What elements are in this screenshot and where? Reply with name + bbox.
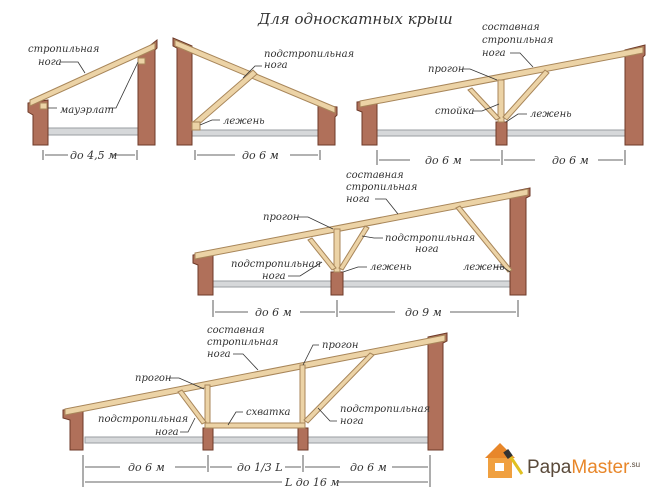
- label: нога: [207, 349, 231, 360]
- rafter: [194, 188, 529, 260]
- dimension-label: до 6 м: [242, 149, 279, 162]
- label: лежень: [530, 109, 572, 120]
- strut: [467, 87, 501, 121]
- diagram-title: Для односкатных крыш: [257, 10, 453, 28]
- floor-beam: [44, 127, 141, 136]
- dimension-label: L до 16 м: [284, 476, 340, 489]
- strut: [338, 225, 370, 271]
- left-wall: [172, 37, 193, 146]
- label: составная: [207, 325, 265, 336]
- dimension-label: до 6 м: [128, 461, 165, 474]
- middle-support: [202, 427, 214, 451]
- right-wall: [624, 44, 646, 146]
- scheme-1: стропильная нога мауэрлат до 4,5 м: [27, 38, 158, 162]
- papamaster-logo: PapaMaster.su: [485, 443, 640, 478]
- scheme-3: составная стропильная нога прогон стойка…: [356, 22, 646, 167]
- post: [333, 228, 341, 273]
- label: лежень: [463, 262, 505, 273]
- dimension-label: до 6 м: [425, 154, 462, 167]
- middle-support: [297, 427, 309, 451]
- label: составная: [346, 170, 404, 181]
- label: нога: [340, 416, 364, 427]
- floor-beam: [84, 436, 431, 444]
- right-wall: [427, 332, 448, 451]
- label: нога: [346, 194, 370, 205]
- label: нога: [262, 271, 286, 282]
- floor-beam: [191, 129, 320, 137]
- middle-support: [495, 121, 508, 146]
- left-wall: [27, 99, 49, 146]
- rafter: [64, 334, 446, 416]
- right-wall: [317, 104, 338, 146]
- strut: [307, 237, 337, 271]
- dimension-label: до 4,5 м: [70, 149, 117, 162]
- label: нога: [482, 48, 506, 59]
- label: стропильная: [28, 44, 99, 55]
- scheme-5: составная стропильная нога прогон прогон…: [62, 325, 448, 489]
- label: прогон: [428, 64, 465, 75]
- label: стойка: [435, 106, 475, 117]
- floor-beam: [212, 280, 511, 288]
- strut: [303, 352, 375, 424]
- scheme-4: составная стропильная нога прогон подстр…: [192, 170, 531, 319]
- rafter: [174, 39, 336, 114]
- middle-support: [330, 271, 344, 296]
- label: прогон: [263, 212, 300, 223]
- strut: [177, 389, 207, 425]
- label: подстропильная: [231, 259, 321, 270]
- rafter: [359, 46, 644, 108]
- label: схватка: [246, 407, 290, 418]
- label: составная: [482, 22, 540, 33]
- dimension-label: до 6 м: [350, 461, 387, 474]
- post: [299, 364, 306, 429]
- skhvatka-tie: [204, 422, 306, 429]
- right-wall: [137, 38, 158, 146]
- strut: [502, 69, 550, 121]
- scheme-2: подстропильная нога лежень до 6 м: [172, 37, 354, 162]
- label: прогон: [322, 340, 359, 351]
- strut: [455, 205, 513, 273]
- post: [497, 79, 505, 123]
- mauerlat: [39, 102, 48, 110]
- house-brush-icon: [485, 443, 524, 478]
- label: мауэрлат: [60, 105, 114, 116]
- label: нога: [38, 57, 62, 68]
- label: подстропильная: [340, 404, 430, 415]
- label: стропильная: [482, 35, 553, 46]
- label: лежень: [370, 262, 412, 273]
- label: стропильная: [346, 182, 417, 193]
- mauerlat: [137, 57, 146, 65]
- rafter: [29, 42, 156, 107]
- right-wall: [509, 187, 531, 296]
- label: нога: [415, 244, 439, 255]
- dimension-label: до 1/3 L: [237, 461, 283, 474]
- dimension-label: до 6 м: [255, 306, 292, 319]
- label: лежень: [223, 116, 265, 127]
- label: прогон: [135, 373, 172, 384]
- label: подстропильная: [98, 414, 188, 425]
- dimension-label: до 9 м: [405, 306, 442, 319]
- label: нога: [264, 60, 288, 71]
- lezhen: [191, 121, 201, 131]
- label: подстропильная: [264, 49, 354, 60]
- label: подстропильная: [385, 233, 475, 244]
- dimension-label: до 6 м: [552, 154, 589, 167]
- label: стропильная: [207, 337, 278, 348]
- logo-text: PapaMaster.su: [527, 457, 640, 478]
- label: нога: [155, 427, 179, 438]
